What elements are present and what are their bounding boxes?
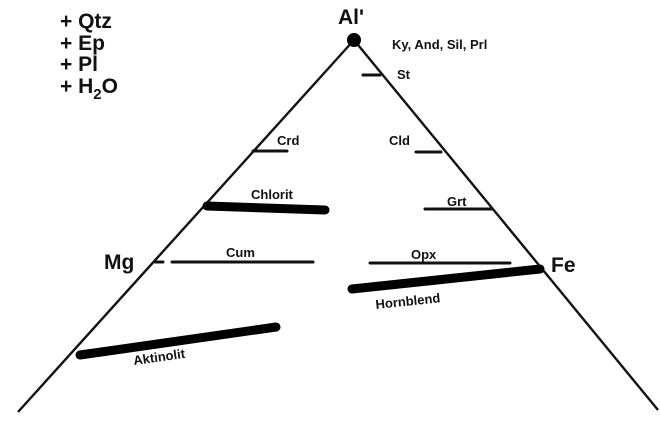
aktinolit-label: Aktinolit (132, 346, 186, 368)
aluminous-phases-label: Ky, And, Sil, Prl (392, 37, 487, 52)
apex-point (347, 33, 361, 47)
apex-label-fe: Fe (551, 254, 576, 277)
added-phase-ep: + Ep (60, 32, 105, 55)
chlorit-band (202, 201, 330, 215)
opx-label: Opx (411, 247, 437, 262)
triangle-left-edge (17, 39, 355, 413)
apex-label-mg: Mg (104, 251, 134, 274)
aktinolit-band (75, 322, 281, 360)
apex-label-al: Al' (338, 6, 364, 29)
hornblend-band (347, 264, 545, 294)
hornblend-label: Hornblend (375, 290, 441, 312)
grt-label: Grt (447, 194, 467, 209)
st-label: St (397, 67, 411, 82)
cld-label: Cld (389, 133, 410, 148)
cum-label: Cum (226, 245, 255, 260)
added-phase-h2o: + H2O (60, 75, 118, 103)
added-phase-qtz: + Qtz (60, 10, 112, 33)
crd-label: Crd (277, 133, 299, 148)
chlorit-label: Chlorit (251, 187, 294, 202)
triangle-right-edge (353, 39, 659, 411)
added-phase-pl: + Pl (60, 53, 98, 76)
